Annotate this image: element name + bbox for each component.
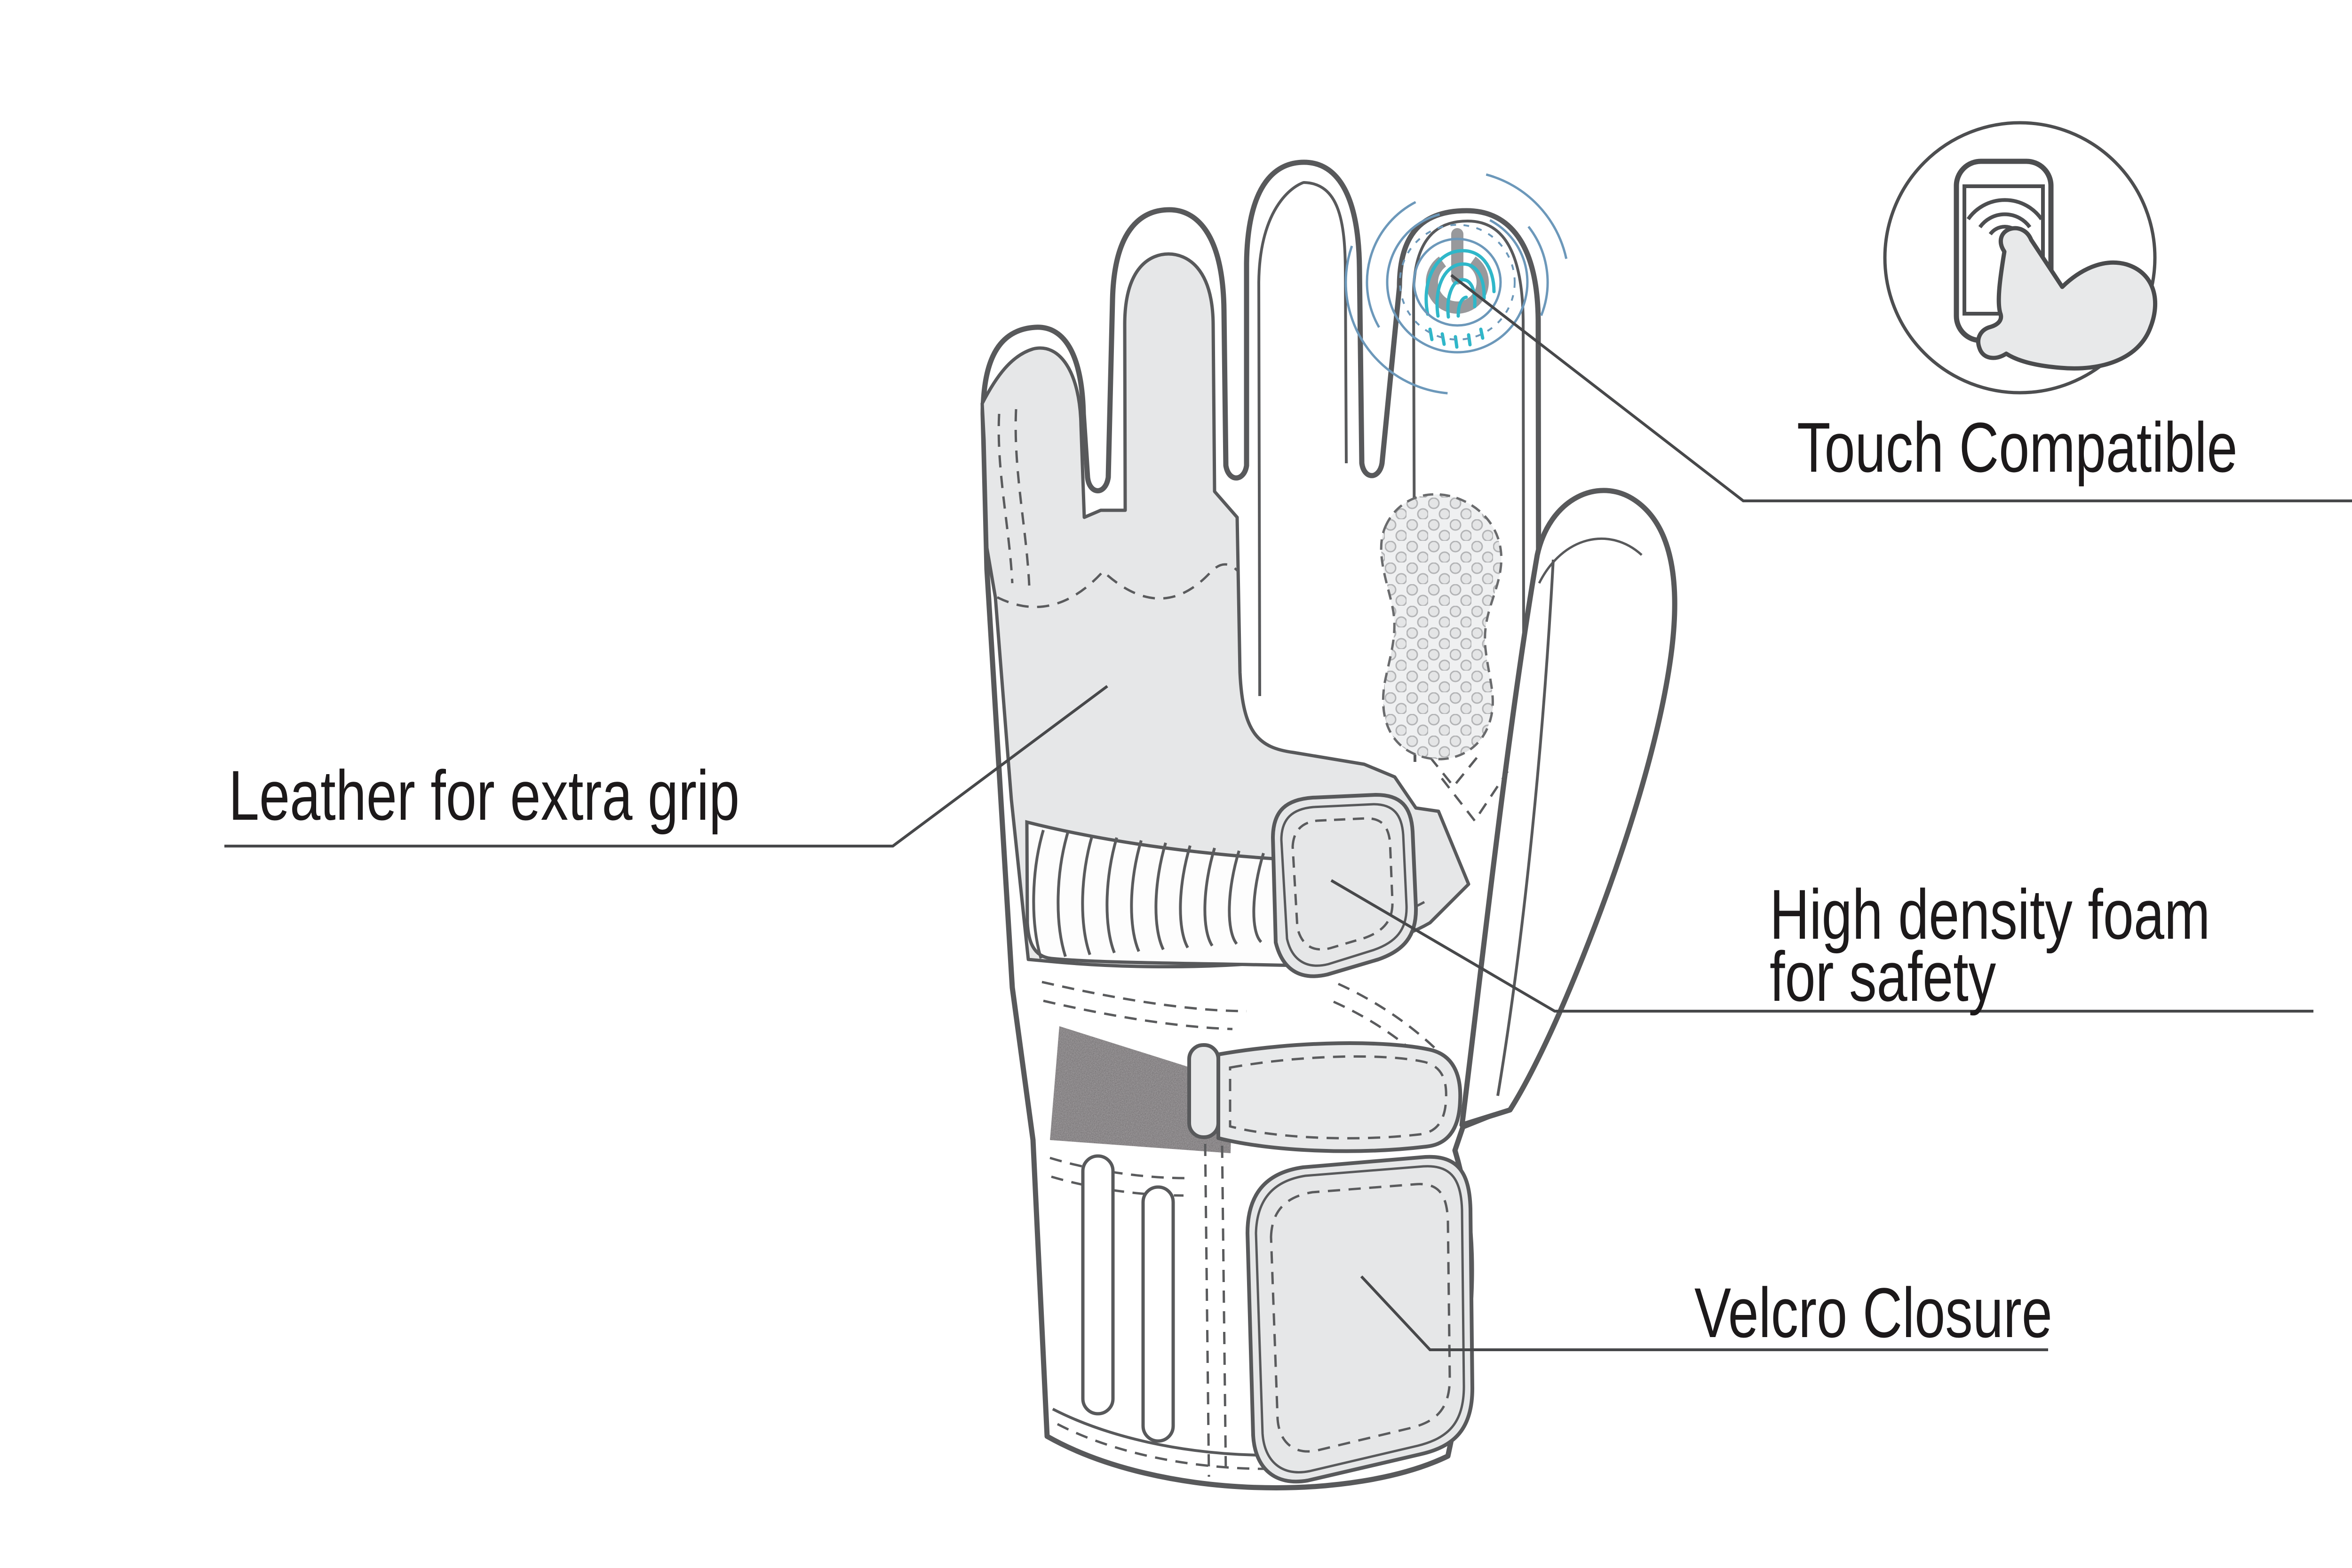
callout-velcro-label: Velcro Closure bbox=[1694, 1273, 2052, 1352]
callout-foam-line1: High density foam bbox=[1770, 875, 2210, 954]
touch-ripple-rings-icon bbox=[1344, 169, 1570, 395]
cuff-slot bbox=[1081, 1154, 1115, 1416]
wrist-velcro-band bbox=[1050, 1026, 1232, 1153]
callout-foam-line2: for safety bbox=[1770, 937, 1996, 1016]
honeycomb-grip-patch bbox=[1380, 493, 1503, 760]
callout-foam-label: High density foam for safety bbox=[1770, 875, 2210, 1016]
strap-tab bbox=[1187, 1043, 1220, 1139]
leader-line-touch bbox=[1450, 274, 2352, 502]
callout-touch-label: Touch Compatible bbox=[1797, 408, 2238, 487]
cuff-slot bbox=[1141, 1185, 1175, 1443]
touch-fingertip-rings bbox=[1344, 169, 1570, 395]
cuff-velcro-pad bbox=[1246, 1155, 1474, 1484]
gauntlet-cuff bbox=[1049, 1143, 1440, 1477]
leader-line-leather bbox=[224, 685, 1108, 847]
touch-compatible-badge bbox=[1883, 121, 2158, 395]
leader-line-velcro bbox=[1360, 1275, 2048, 1351]
touch-hand-icon bbox=[1976, 226, 2158, 371]
wrist-strap bbox=[1187, 1041, 1462, 1153]
callout-leather-label: Leather for extra grip bbox=[229, 756, 740, 835]
leader-line-foam bbox=[1330, 879, 2313, 1013]
thumb bbox=[1459, 488, 1677, 1128]
knuckle-foam-pad bbox=[1271, 793, 1418, 978]
